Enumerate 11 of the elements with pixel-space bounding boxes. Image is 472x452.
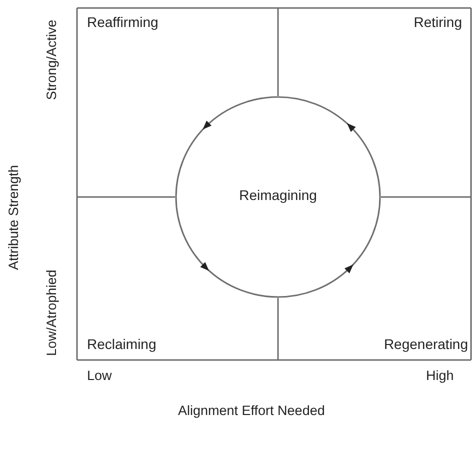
quadrant-label: Reclaiming <box>87 336 156 352</box>
axis-title: Alignment Effort Needed <box>178 403 325 418</box>
axis-tick-label: High <box>426 368 454 383</box>
axis-tick-label: Low <box>87 368 112 383</box>
quadrant-label: Regenerating <box>384 336 468 352</box>
axis-title: Attribute Strength <box>6 164 21 270</box>
circle-label: Reimagining <box>238 187 318 203</box>
quadrant-label: Retiring <box>414 14 462 30</box>
quadrant-label: Reaffirming <box>87 14 158 30</box>
axis-tick-label: Low/Atrophied <box>44 270 59 356</box>
axis-tick-label: Strong/Active <box>44 20 59 100</box>
